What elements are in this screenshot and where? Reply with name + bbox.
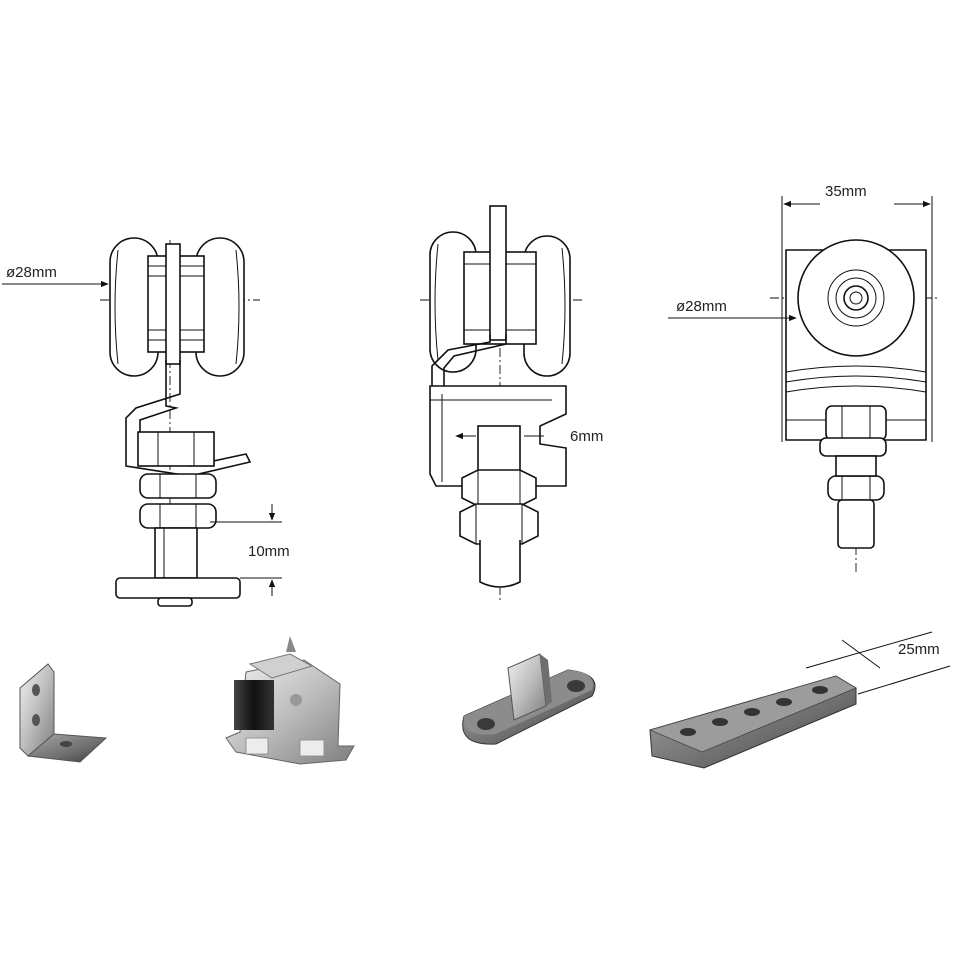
roller-front-view-icon: [2, 237, 282, 608]
door-guide-icon: [225, 636, 355, 765]
floor-guide-pin-icon: [462, 653, 596, 745]
label-roller-left-gap: 10mm: [248, 543, 290, 560]
label-roller-right-width: 35mm: [825, 183, 867, 200]
label-roller-left-diameter: ø28mm: [6, 264, 57, 281]
perforated-plate-icon: [648, 631, 951, 769]
angle-bracket-icon: [19, 663, 108, 763]
roller-angled-view-icon: [420, 205, 585, 600]
roller-side-view-icon: [668, 196, 940, 574]
label-roller-right-diameter: ø28mm: [676, 298, 727, 315]
label-roller-middle-offset: 6mm: [570, 428, 603, 445]
label-track-plate-width: 25mm: [898, 641, 940, 658]
